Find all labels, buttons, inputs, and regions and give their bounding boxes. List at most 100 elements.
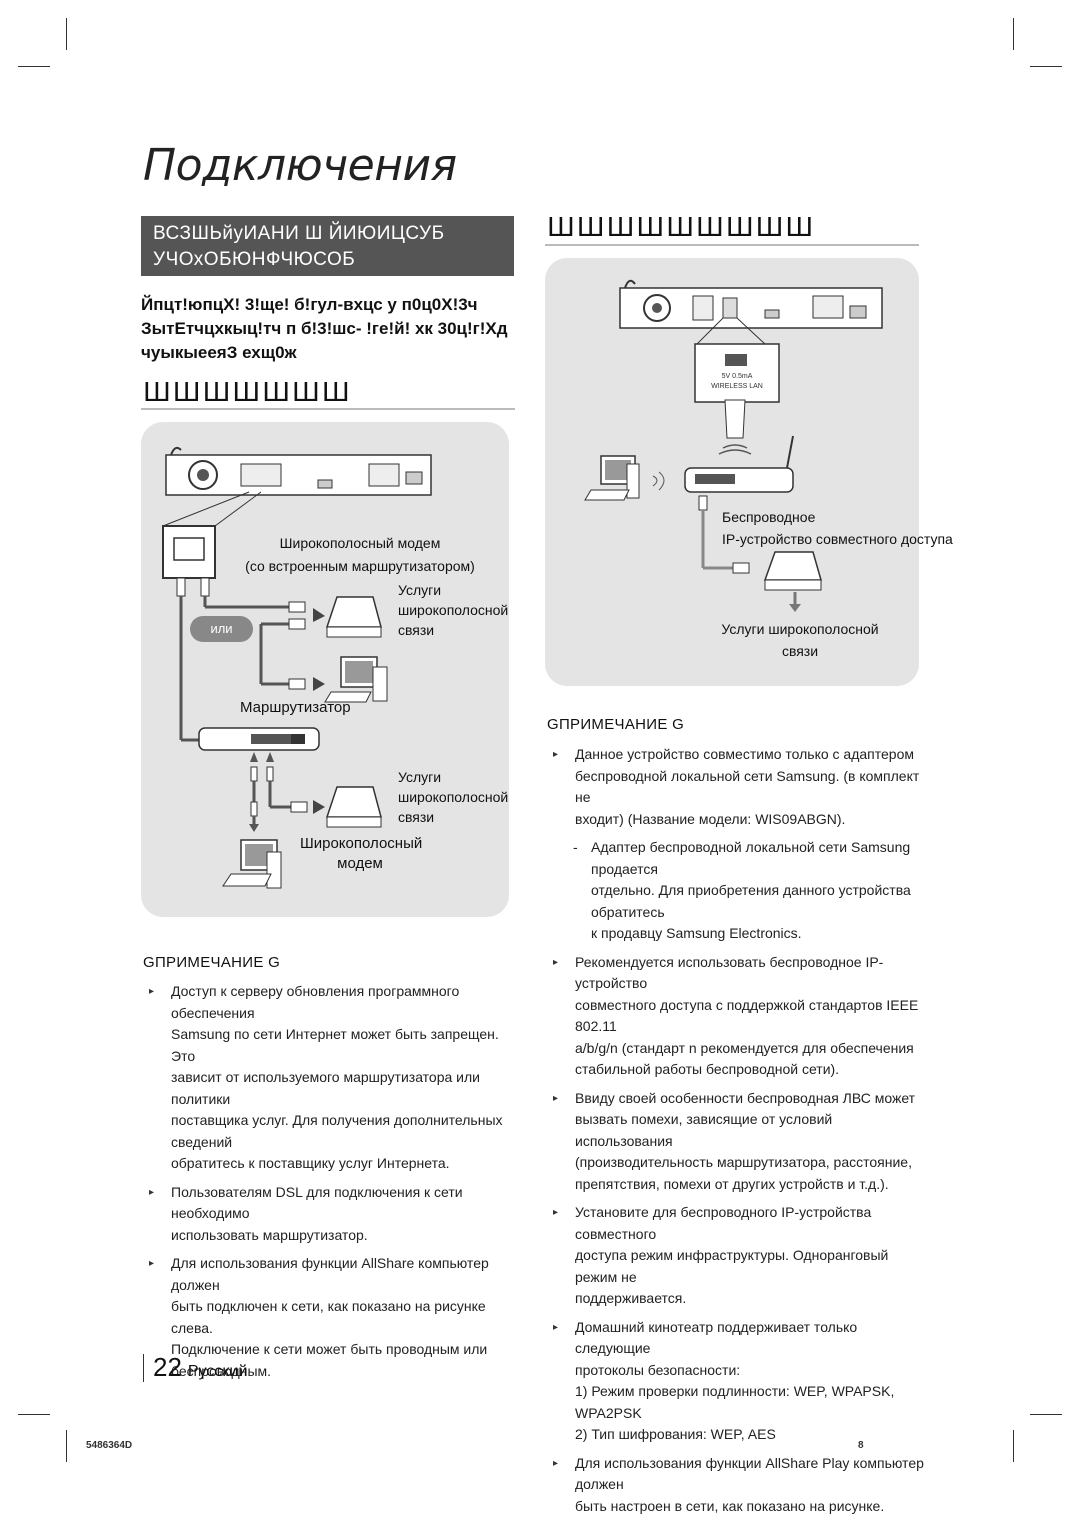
label-line: связи bbox=[398, 622, 435, 638]
usb-port-text: 5V 0.5mA WIRELESS LAN bbox=[700, 372, 774, 392]
broadband-services-label-2: Услуги широкополосной связи bbox=[398, 767, 508, 827]
note-line: Установите для беспроводного IP-устройст… bbox=[575, 1204, 872, 1242]
left-subheading-rule bbox=[141, 408, 515, 410]
label-line: связи bbox=[398, 809, 435, 825]
or-badge: или bbox=[190, 616, 253, 642]
usb-port-text-line: WIRELESS LAN bbox=[711, 383, 763, 390]
broadband-modem-label: Широкополосный модем bbox=[300, 834, 423, 874]
label-line: Услуги bbox=[398, 769, 442, 785]
bullet-icon: ▸ bbox=[553, 1207, 559, 1218]
note-item: ▸ Установите для беспроводного IP-устрой… bbox=[547, 1202, 932, 1310]
intro-line: ЗытЕтчцхкыц!тч п б!3!шс- !ге!й! хк 30ц!г… bbox=[141, 319, 508, 338]
note-line: Ввиду своей особенности беспроводная ЛВС… bbox=[575, 1089, 916, 1106]
note-line: Пользователям DSL для подключения к сети… bbox=[171, 1183, 463, 1222]
crop-mark bbox=[18, 66, 50, 67]
left-subheading: ШШШШШШШ bbox=[143, 378, 352, 408]
label-line: IP-устройство совместного доступа bbox=[722, 531, 953, 547]
note-line: беспроводной локальной сети Samsung. (в … bbox=[575, 767, 920, 806]
note-line: входит) (Название модели: WIS09ABGN). bbox=[575, 810, 846, 827]
note-line: Для использования функции AllShare компь… bbox=[171, 1255, 489, 1293]
crop-mark bbox=[1013, 18, 1014, 50]
modem-label-line: Широкополосный модем bbox=[279, 535, 441, 551]
footer-code-right: 8 bbox=[858, 1440, 864, 1451]
label-line: связи bbox=[781, 643, 819, 659]
label-line: Широкополосный bbox=[300, 835, 423, 852]
note-line: 2) Тип шифрования: WEP, AES bbox=[575, 1426, 776, 1442]
page-number-divider bbox=[143, 1354, 144, 1382]
usb-port-text-line: 5V 0.5mA bbox=[721, 373, 753, 380]
note-line: Адаптер беспроводной локальной сети Sams… bbox=[591, 839, 911, 877]
note-item: ▸ Домашний кинотеатр поддерживает только… bbox=[547, 1317, 932, 1446]
bullet-icon: ▸ bbox=[553, 1457, 559, 1469]
usb-port-zoom bbox=[694, 343, 780, 403]
page-footer: 22 Русский bbox=[153, 1352, 247, 1383]
note-line: доступа режим инфраструктуры. Однорангов… bbox=[575, 1247, 889, 1285]
page-title: Подключения bbox=[143, 140, 457, 191]
page-number: 22 bbox=[153, 1352, 182, 1382]
language-label: Русский bbox=[187, 1363, 248, 1380]
crop-mark bbox=[1030, 1414, 1062, 1415]
note-item: ▸ Данное устройство совместимо только с … bbox=[547, 744, 932, 830]
left-notes: ▸ Доступ к серверу обновления программно… bbox=[143, 981, 523, 1389]
crop-mark bbox=[66, 18, 67, 50]
right-subheading-rule bbox=[545, 244, 919, 246]
modem-router-label: Широкополосный модем (со встроенным марш… bbox=[240, 533, 480, 576]
bullet-icon: ▸ bbox=[553, 1321, 559, 1333]
note-line: Домашний кинотеатр поддерживает только с… bbox=[575, 1318, 858, 1357]
note-line: вызвать помехи, зависящие от условий исп… bbox=[575, 1111, 833, 1149]
note-line: Рекомендуется использовать беспроводное … bbox=[575, 953, 884, 992]
access-point-label: Беспроводное IP-устройство совместного д… bbox=[722, 507, 953, 549]
bullet-icon: ▸ bbox=[149, 1186, 155, 1198]
note-line: Samsung по сети Интернет может быть запр… bbox=[171, 1026, 499, 1064]
right-notes: ▸ Данное устройство совместимо только с … bbox=[547, 744, 932, 1524]
note-line: отдельно. Для приобретения данного устро… bbox=[591, 882, 911, 920]
bullet-icon: ▸ bbox=[149, 986, 155, 997]
note-line: препятствия, помехи от других устройств … bbox=[575, 1175, 889, 1192]
bullet-icon: ▸ bbox=[553, 749, 559, 760]
note-line: 1) Режим проверки подлинности: WEP, WPAP… bbox=[575, 1383, 895, 1421]
intro-text: Йпцт!юпцХ! 3!ще! б!гул-вхцс у п0ц0Х!3ч З… bbox=[141, 293, 516, 365]
crop-mark bbox=[18, 1414, 50, 1415]
note-line: к продавцу Samsung Electronics. bbox=[591, 925, 802, 941]
intro-line: Йпцт!юпцХ! 3!ще! б!гул-вхцс у п0ц0Х!3ч bbox=[141, 295, 478, 314]
note-line: быть настроен в сети, как показано на ри… bbox=[575, 1497, 885, 1514]
note-line: (производительность маршрутизатора, расс… bbox=[575, 1154, 912, 1170]
intro-line: чуыкыееяЗ ехщ0ж bbox=[141, 343, 297, 362]
modem-label-line: (со встроенным маршрутизатором) bbox=[245, 558, 475, 574]
note-line: зависит от используемого маршрутизатора … bbox=[171, 1069, 480, 1107]
note-line: использовать маршрутизатор. bbox=[171, 1226, 368, 1243]
crop-mark bbox=[1030, 66, 1062, 67]
router-label: Маршрутизатор bbox=[240, 699, 351, 716]
note-line: поставщика услуг. Для получения дополнит… bbox=[171, 1112, 503, 1150]
section-header-line-2: УЧОхОБЮНФЧЮСОБ bbox=[153, 249, 356, 270]
note-item: ▸ Ввиду своей особенности беспроводная Л… bbox=[547, 1088, 932, 1196]
wireless-services-label: Услуги широкополосной связи bbox=[700, 619, 900, 661]
note-line: быть подключен к сети, как показано на р… bbox=[171, 1298, 486, 1336]
label-line: широкополосной bbox=[398, 789, 509, 805]
note-line: Данное устройство совместимо только с ад… bbox=[575, 746, 914, 762]
bullet-icon: ▸ bbox=[553, 956, 559, 968]
crop-mark bbox=[1013, 1430, 1014, 1462]
note-line: протоколы безопасности: bbox=[575, 1361, 741, 1378]
note-line: Подключение к сети может быть проводным … bbox=[171, 1341, 488, 1357]
note-item: ▸ Рекомендуется использовать беспроводно… bbox=[547, 952, 932, 1081]
left-notes-heading: GПРИМЕЧАНИЕ G bbox=[143, 954, 281, 971]
note-item: ▸ Для использования функции AllShare ком… bbox=[143, 1253, 523, 1382]
note-subitem: - Адаптер беспроводной локальной сети Sa… bbox=[547, 837, 932, 945]
note-item: ▸ Для использования функции AllShare Pla… bbox=[547, 1453, 932, 1518]
note-line: беспроводным. bbox=[171, 1362, 272, 1379]
note-line: Доступ к серверу обновления программного… bbox=[171, 983, 460, 1021]
note-line: Для использования функции AllShare Play … bbox=[575, 1454, 924, 1493]
note-line: совместного доступа с поддержкой стандар… bbox=[575, 996, 919, 1035]
note-line: a/b/g/n (стандарт n рекомендуется для об… bbox=[575, 1039, 914, 1056]
note-line: поддерживается. bbox=[575, 1290, 687, 1306]
label-line: Беспроводное bbox=[722, 509, 816, 525]
wired-diagram bbox=[162, 446, 432, 889]
wireless-diagram bbox=[584, 279, 883, 612]
label-line: модем bbox=[337, 855, 383, 872]
footer-code-left: 5486364D bbox=[86, 1440, 133, 1451]
broadband-services-label-1: Услуги широкополосной связи bbox=[398, 580, 508, 640]
right-subheading: ШШШШШШШШШ bbox=[547, 213, 816, 243]
note-item: ▸ Пользователям DSL для подключения к се… bbox=[143, 1182, 523, 1247]
section-header-line-1: ВСЗШЬйуИАНИ Ш ЙИЮИЦСУБ bbox=[153, 223, 445, 244]
